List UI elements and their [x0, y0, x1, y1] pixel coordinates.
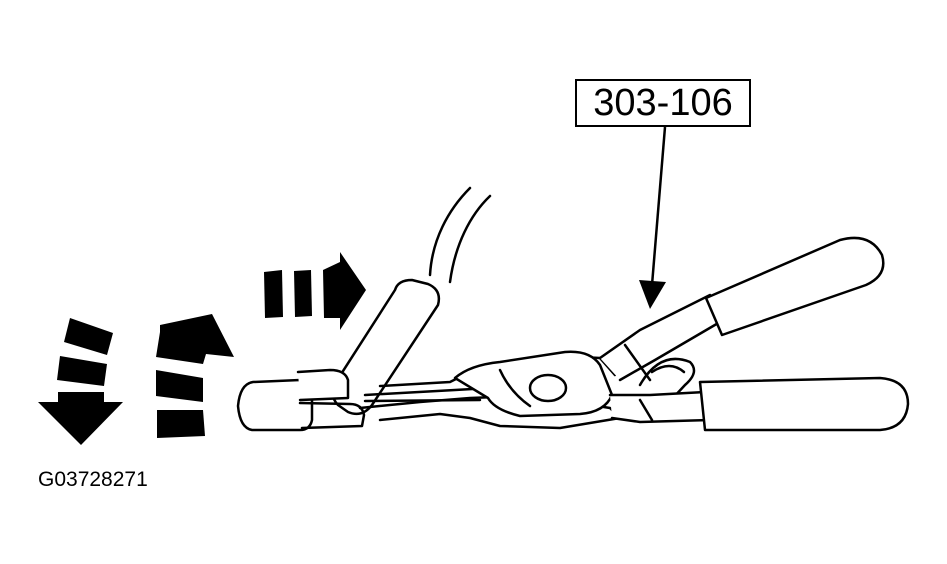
rotate-down-arrow-icon [38, 318, 123, 445]
tool-number-label: 303-106 [593, 82, 733, 124]
figure-id-label: G03728271 [38, 468, 148, 491]
lower-handle-grip [698, 376, 910, 432]
rotate-up-arrow-icon [156, 314, 234, 438]
callout-arrow-icon [639, 126, 667, 309]
upper-handle-grip [704, 236, 885, 337]
pivot-rivet [528, 373, 568, 403]
lower-handle-arm [608, 390, 712, 424]
push-arrow-icon [264, 252, 366, 330]
spring [638, 357, 696, 414]
pliers-illustration [236, 186, 910, 432]
tool-number-callout: 303-106 [575, 79, 751, 127]
